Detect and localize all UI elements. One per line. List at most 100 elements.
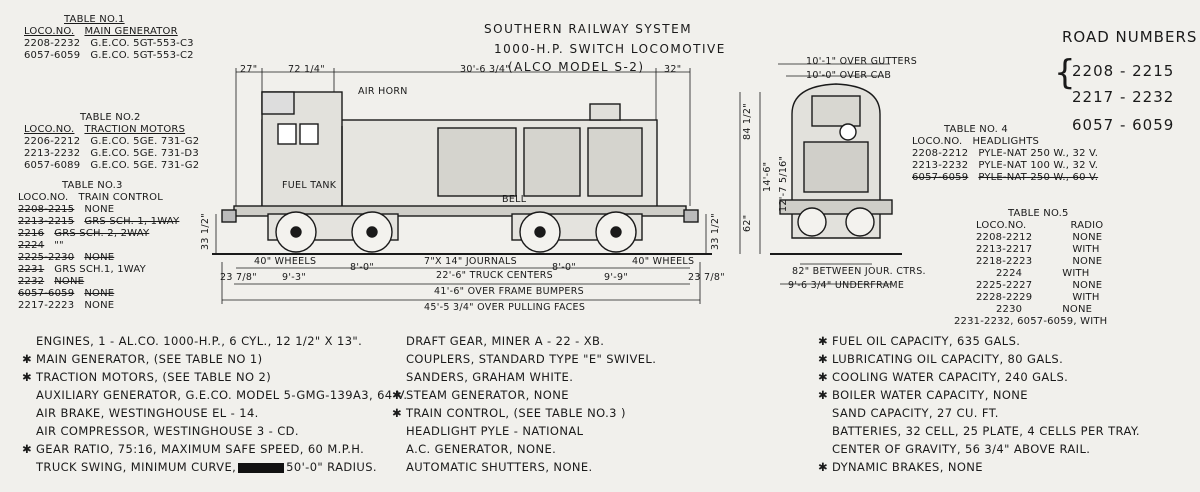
table-3-header: TRAIN CONTROL bbox=[78, 192, 163, 203]
spec-item: ✱DYNAMIC BRAKES, NONE bbox=[818, 460, 983, 474]
table-5-header: LOCO.NO. bbox=[976, 220, 1027, 231]
table-1-header: MAIN GENERATOR bbox=[84, 26, 178, 37]
road-numbers-brace: { bbox=[1054, 53, 1077, 93]
spec-item: COUPLERS, STANDARD TYPE "E" SWIVEL. bbox=[406, 352, 657, 366]
table-1: TABLE NO.1 LOCO.NO. MAIN GENERATOR 2208-2… bbox=[24, 14, 194, 62]
table-4-header: HEADLIGHTS bbox=[972, 136, 1040, 147]
dim-vert-5: 12'-7 5/16" bbox=[778, 155, 789, 212]
spec-item: ✱STEAM GENERATOR, NONE bbox=[392, 388, 569, 402]
spec-item: ✱COOLING WATER CAPACITY, 240 GALS. bbox=[818, 370, 1069, 384]
spec-item: AUXILIARY GENERATOR, G.E.CO. MODEL 5-GMG… bbox=[36, 388, 408, 402]
spec-item: A.C. GENERATOR, NONE. bbox=[406, 442, 557, 456]
spec-item: SANDERS, GRAHAM WHITE. bbox=[406, 370, 574, 384]
dim-vert-4: 14'-6" bbox=[762, 161, 773, 192]
fuel-tank-label: FUEL TANK bbox=[282, 180, 337, 191]
table-3: TABLE NO.3 LOCO.NO. TRAIN CONTROL 2208-22… bbox=[18, 180, 179, 312]
table-row: 2224"" bbox=[18, 240, 64, 251]
table-5-footer: 2231-2232, 6057-6059, WITH bbox=[954, 316, 1108, 327]
spec-item: ✱TRAIN CONTROL, (SEE TABLE NO.3 ) bbox=[392, 406, 626, 420]
coupler-right bbox=[683, 209, 699, 223]
dim-top-2: 72 1/4" bbox=[288, 64, 325, 75]
wheels-left-label: 40" WHEELS bbox=[254, 256, 317, 267]
header-line-2: 1000-H.P. SWITCH LOCOMOTIVE bbox=[494, 42, 726, 56]
spec-item: TRUCK SWING, MINIMUM CURVE,50'-0" RADIUS… bbox=[36, 460, 377, 474]
dim-top-4: 32" bbox=[664, 64, 682, 75]
dim-top-3: 30'-6 3/4" bbox=[460, 64, 510, 75]
road-numbers-title: ROAD NUMBERS bbox=[1062, 28, 1198, 46]
table-1-header: LOCO.NO. bbox=[24, 26, 75, 37]
spec-item: ✱BOILER WATER CAPACITY, NONE bbox=[818, 388, 1028, 402]
over-frame-label: 41'-6" OVER FRAME BUMPERS bbox=[434, 286, 584, 297]
dim-bottom-4: 8'-0" bbox=[552, 262, 576, 273]
exhaust-stack bbox=[589, 103, 621, 121]
dim-bottom-1: 23 7/8" bbox=[220, 272, 257, 283]
dim-vert-1: 84 1/2" bbox=[742, 103, 753, 140]
header-line-1: SOUTHERN RAILWAY SYSTEM bbox=[484, 22, 693, 36]
dim-vert-2: 62" bbox=[742, 214, 753, 232]
coupler-left bbox=[221, 209, 237, 223]
table-2-header: TRACTION MOTORS bbox=[84, 124, 186, 135]
over-cab-label: 10'-0" OVER CAB bbox=[806, 70, 892, 81]
table-3-title: TABLE NO.3 bbox=[62, 180, 123, 191]
spec-item: AUTOMATIC SHUTTERS, NONE. bbox=[406, 460, 593, 474]
air-horn-label: AIR HORN bbox=[358, 86, 408, 97]
hood-louvers-3 bbox=[587, 127, 643, 197]
dim-bottom-3: 8'-0" bbox=[350, 262, 374, 273]
redaction-mark bbox=[238, 462, 285, 473]
spec-item: SAND CAPACITY, 27 CU. FT. bbox=[832, 406, 999, 420]
over-faces-label: 45'-5 3/4" OVER PULLING FACES bbox=[424, 302, 586, 313]
spec-item: DRAFT GEAR, MINER A - 22 - XB. bbox=[406, 334, 605, 348]
specs-middle: DRAFT GEAR, MINER A - 22 - XB. COUPLERS,… bbox=[392, 334, 656, 478]
spec-item: HEADLIGHT PYLE - NATIONAL bbox=[406, 424, 584, 438]
table-2-title: TABLE NO.2 bbox=[80, 112, 141, 123]
table-2-header: LOCO.NO. bbox=[24, 124, 75, 135]
dim-bottom-2: 9'-3" bbox=[282, 272, 306, 283]
table-1-title: TABLE NO.1 bbox=[64, 14, 125, 25]
spec-item: ✱FUEL OIL CAPACITY, 635 GALS. bbox=[818, 334, 1021, 348]
spec-item: ✱LUBRICATING OIL CAPACITY, 80 GALS. bbox=[818, 352, 1064, 366]
dim-vert-6: 33 1/2" bbox=[710, 213, 721, 250]
specs-left: ENGINES, 1 - AL.CO. 1000-H.P., 6 CYL., 1… bbox=[22, 334, 407, 478]
table-3-header: LOCO.NO. bbox=[18, 192, 69, 203]
spec-item: ENGINES, 1 - AL.CO. 1000-H.P., 6 CYL., 1… bbox=[36, 334, 363, 348]
spec-item: ✱TRACTION MOTORS, (SEE TABLE NO 2) bbox=[22, 370, 272, 384]
wheels-right-label: 40" WHEELS bbox=[632, 256, 695, 267]
dim-top-1: 27" bbox=[240, 64, 258, 75]
table-4-title: TABLE NO. 4 bbox=[944, 124, 1008, 135]
bell-label: BELL bbox=[502, 194, 527, 205]
cab-window-1 bbox=[277, 123, 297, 145]
table-4: TABLE NO. 4 LOCO.NO. HEADLIGHTS 2208-2212… bbox=[912, 124, 1098, 184]
journals-label: 7"X 14" JOURNALS bbox=[424, 256, 517, 267]
dim-vert-3: 33 1/2" bbox=[200, 213, 211, 250]
table-5-header: RADIO bbox=[1070, 220, 1104, 231]
table-5-title: TABLE NO.5 bbox=[1008, 208, 1069, 219]
road-number-1: 2208 - 2215 bbox=[1072, 62, 1175, 80]
spec-item: AIR BRAKE, WESTINGHOUSE EL - 14. bbox=[36, 406, 259, 420]
table-4-header: LOCO.NO. bbox=[912, 136, 963, 147]
hood-louvers-1 bbox=[437, 127, 517, 197]
cab-roof-vent bbox=[261, 91, 295, 115]
